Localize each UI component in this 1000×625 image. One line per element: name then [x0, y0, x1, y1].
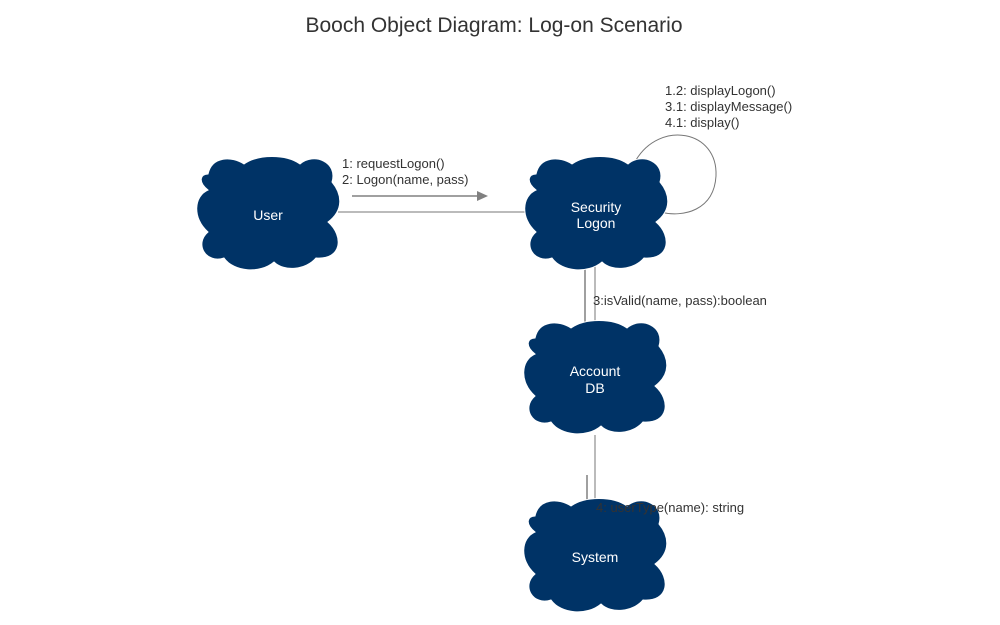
- message-text: 3:isValid(name, pass):boolean: [593, 293, 767, 308]
- message-text: 1: requestLogon(): [342, 156, 445, 171]
- message-text: 1.2: displayLogon(): [665, 83, 776, 98]
- message-label-security-to-account: 3:isValid(name, pass):boolean: [593, 293, 767, 308]
- object-label-line-2: DB: [585, 380, 604, 396]
- message-text: 3.1: displayMessage(): [665, 99, 792, 114]
- object-security-logon[interactable]: Security Logon: [524, 156, 669, 271]
- object-user[interactable]: User: [196, 156, 341, 271]
- message-text: 4.1: display(): [665, 115, 739, 130]
- object-label: User: [253, 207, 283, 223]
- diagram-title: Booch Object Diagram: Log-on Scenario: [305, 14, 682, 37]
- object-label-line-1: Security: [571, 199, 622, 215]
- object-label: System: [572, 549, 619, 565]
- message-label-security-self: 1.2: displayLogon() 3.1: displayMessage(…: [665, 83, 792, 130]
- message-text: 4: userType(name): string: [596, 500, 744, 515]
- message-text: 2: Logon(name, pass): [342, 172, 468, 187]
- arrowhead-right-icon: [477, 191, 488, 201]
- object-system[interactable]: System: [523, 498, 668, 613]
- message-label-account-to-system: 4: userType(name): string: [596, 500, 744, 515]
- object-label-line-1: Account: [570, 363, 621, 379]
- self-loop-security-logon: [635, 134, 717, 215]
- object-label-line-2: Logon: [577, 215, 616, 231]
- object-account-db[interactable]: Account DB: [523, 320, 668, 435]
- message-label-user-to-security: 1: requestLogon() 2: Logon(name, pass): [342, 156, 468, 187]
